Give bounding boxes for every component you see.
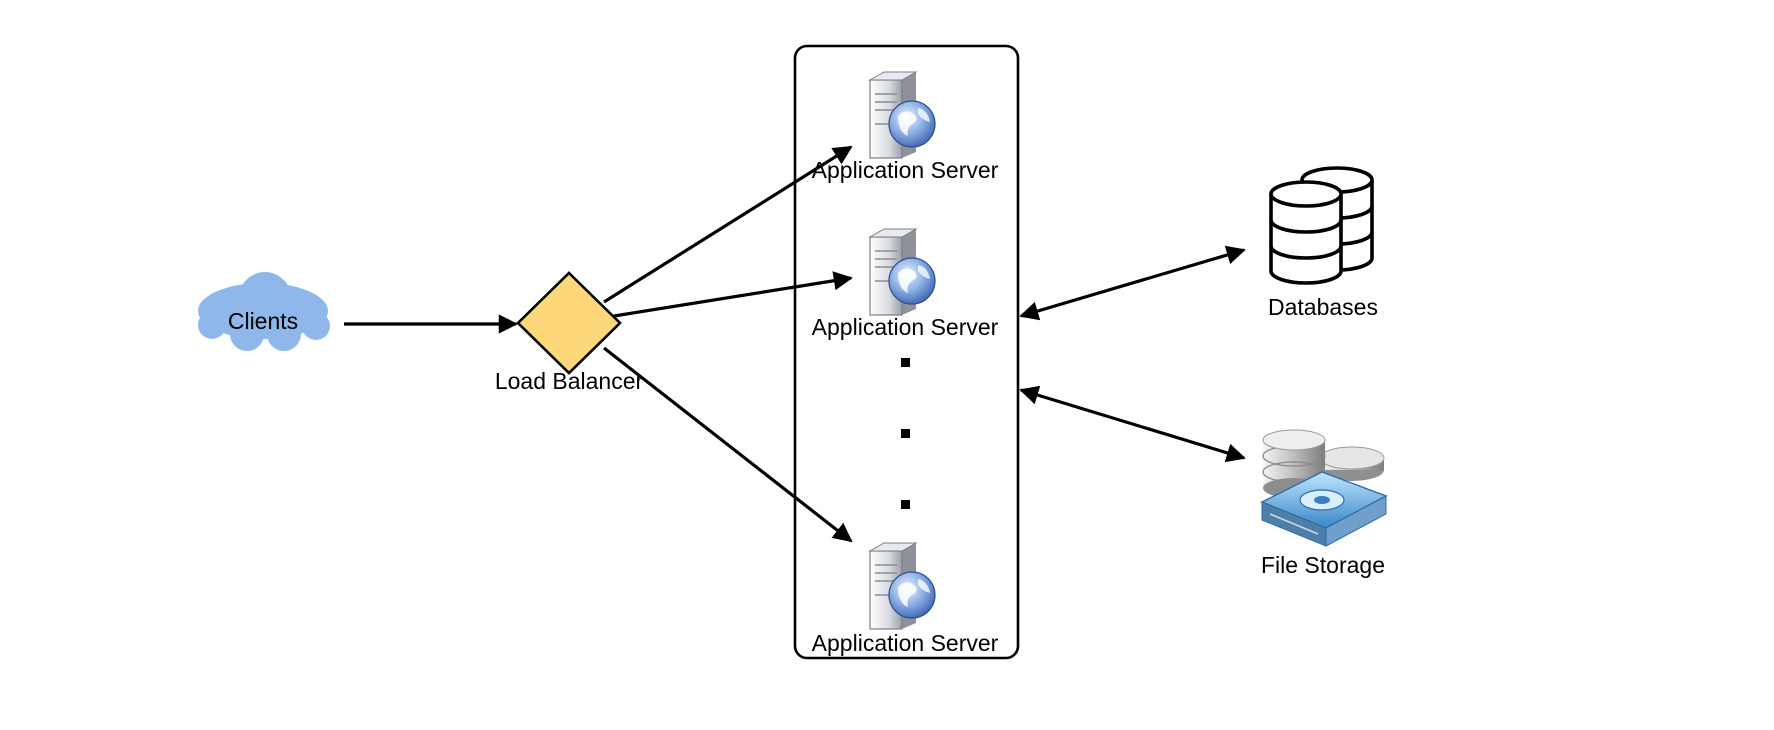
clients-label: Clients (228, 308, 298, 334)
load-balancer-label: Load Balancer (495, 368, 644, 394)
web-server-icon (868, 228, 936, 316)
clients-node[interactable]: Clients (198, 272, 330, 351)
app-server-1-label: Application Server (812, 157, 999, 183)
file-storage-icon (1260, 429, 1388, 547)
web-server-icon (868, 71, 936, 159)
app-server-3-label: Application Server (812, 630, 999, 656)
cloud-icon (198, 272, 330, 351)
edge-servers-databases (1019, 245, 1246, 321)
database-icon (1269, 166, 1374, 285)
app-server-2[interactable]: Application Server (812, 228, 999, 340)
web-server-icon (868, 542, 936, 630)
file-storage-label: File Storage (1261, 552, 1385, 578)
load-balancer-node[interactable]: Load Balancer (495, 271, 644, 394)
app-server-3[interactable]: Application Server (812, 542, 999, 656)
app-server-2-label: Application Server (812, 314, 999, 340)
ellipsis-dot (901, 500, 910, 509)
ellipsis-dots (901, 358, 910, 509)
server-group-box (793, 44, 1020, 660)
ellipsis-dot (901, 429, 910, 438)
ellipsis-dot (901, 358, 910, 367)
databases-label: Databases (1268, 294, 1378, 320)
diamond-icon (516, 271, 622, 375)
edge-lb-to-app-server-3 (603, 346, 853, 543)
file-storage-node[interactable]: File Storage (1260, 429, 1388, 578)
app-server-1[interactable]: Application Server (812, 71, 999, 183)
edge-lb-to-app-server-2 (613, 271, 853, 318)
edge-servers-file-storage (1019, 385, 1246, 463)
databases-node[interactable]: Databases (1268, 166, 1378, 320)
edge-lb-to-app-server-1 (603, 145, 853, 304)
